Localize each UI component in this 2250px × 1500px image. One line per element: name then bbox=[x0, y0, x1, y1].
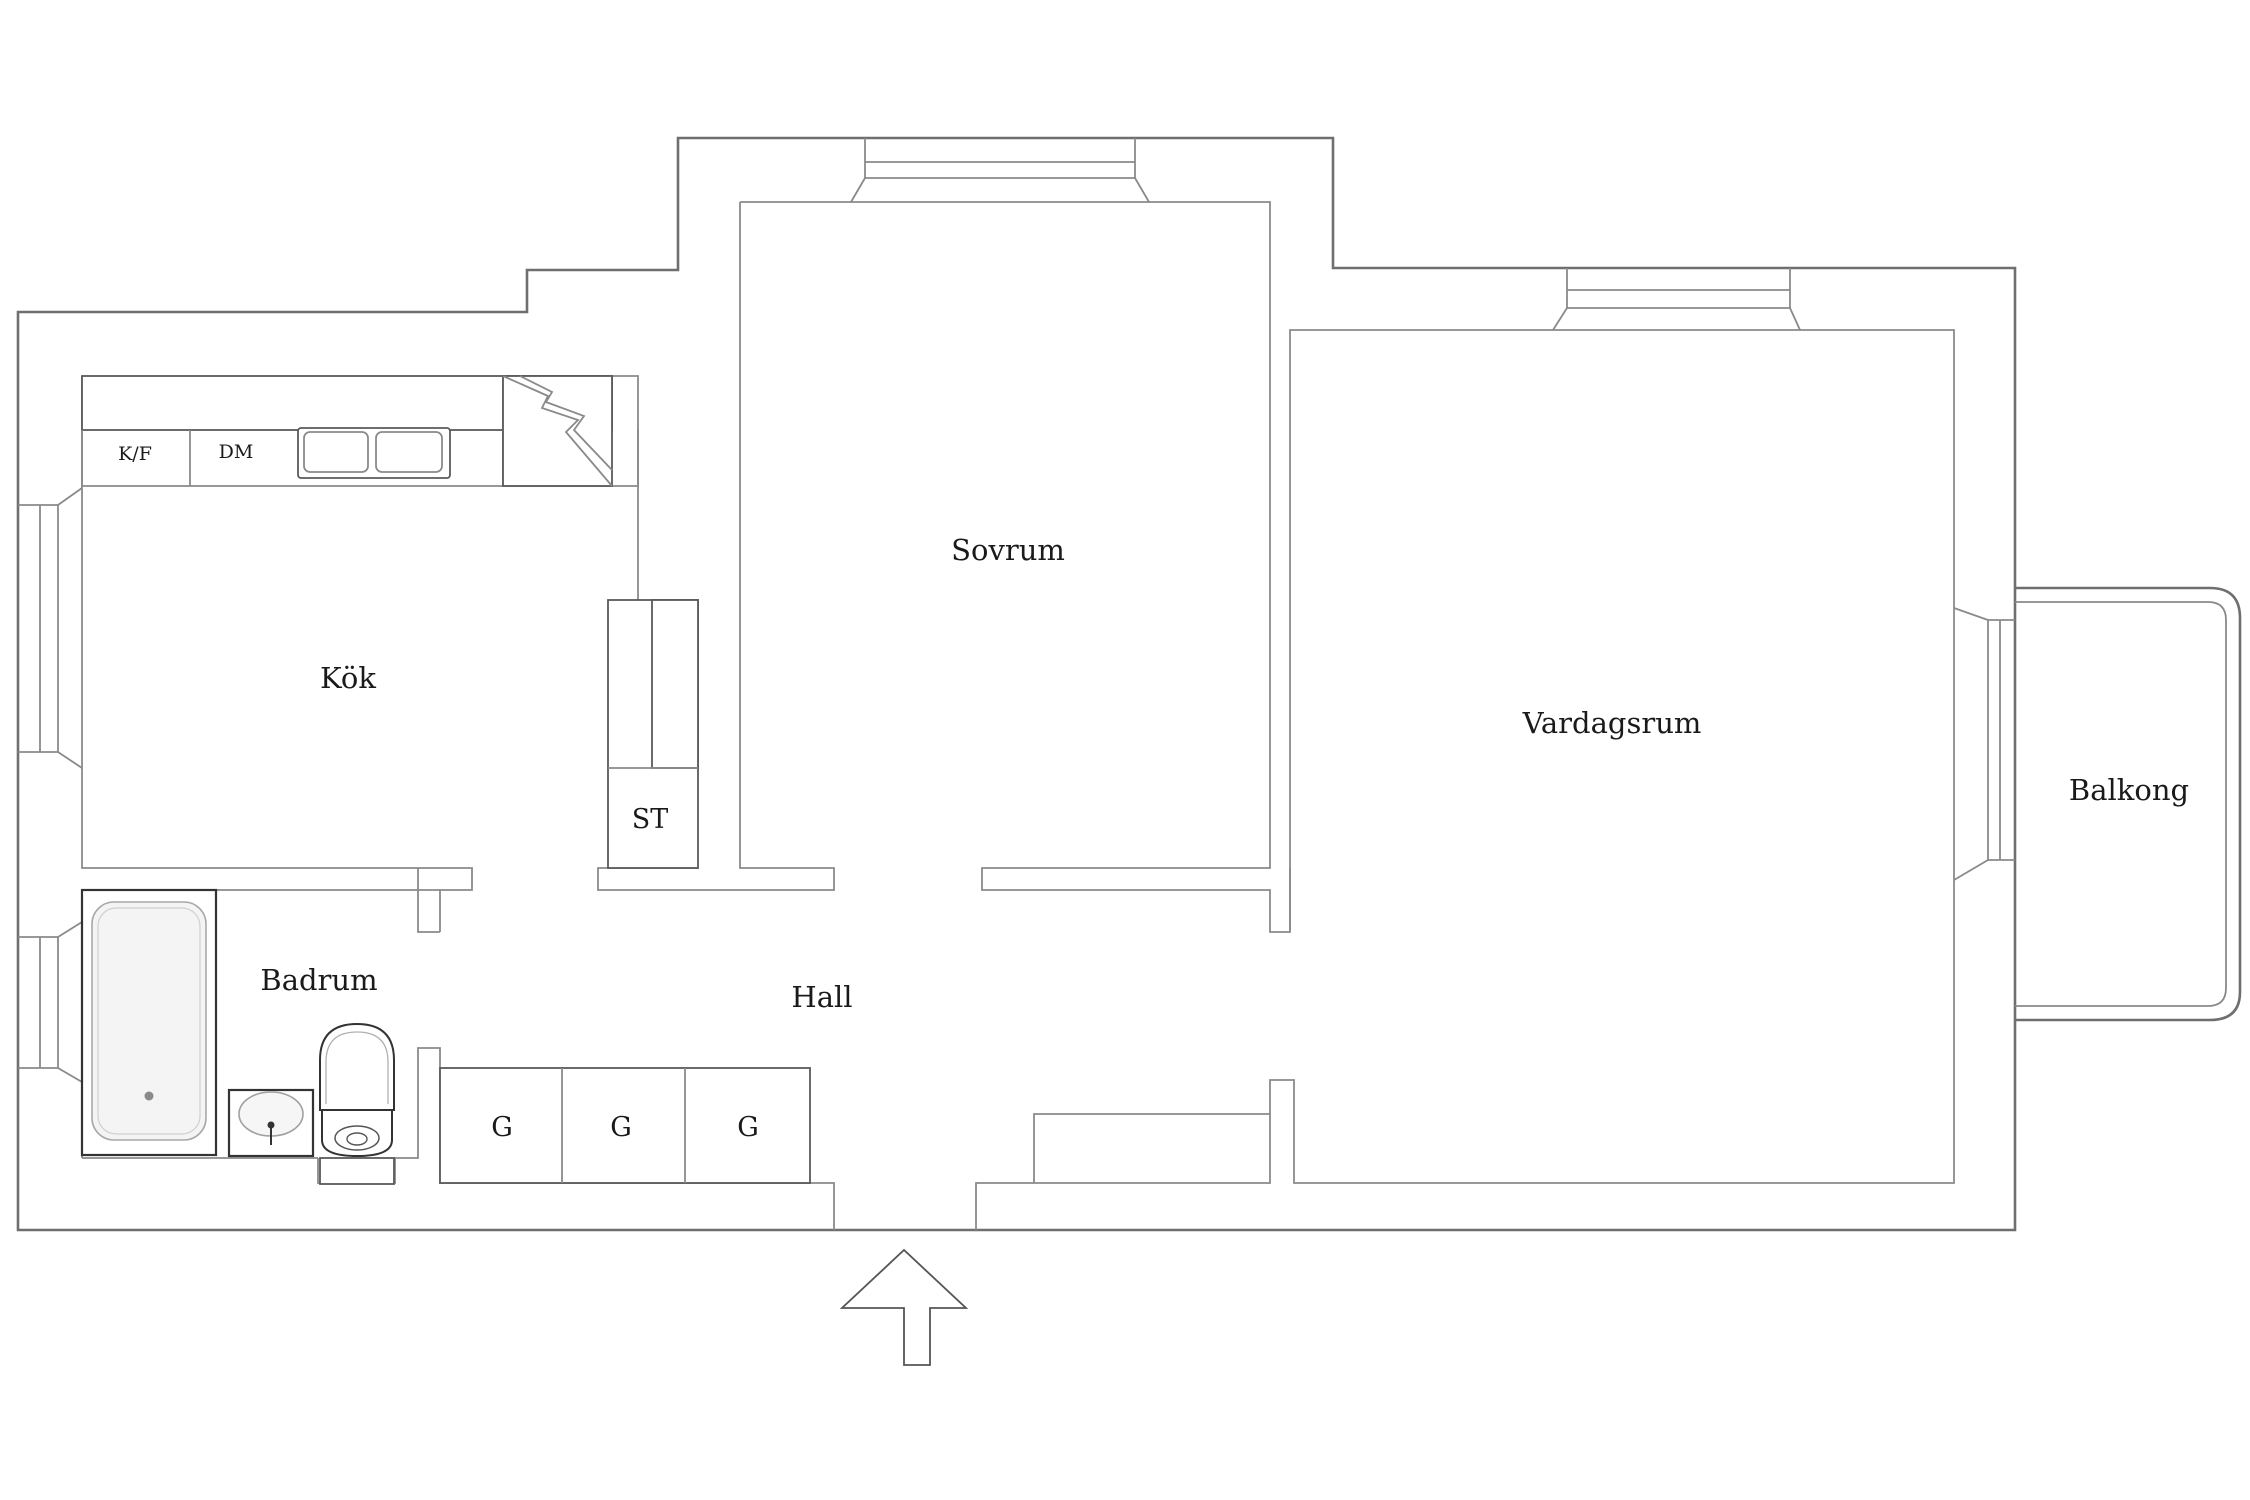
fixture-label-dishwasher: DM bbox=[219, 441, 254, 463]
room-label-kok: Kök bbox=[320, 661, 376, 695]
fixture-label-storage: ST bbox=[632, 804, 669, 835]
vardagsrum-window bbox=[1552, 268, 1801, 331]
outer-walls bbox=[16, 136, 2017, 1232]
room-label-hall: Hall bbox=[791, 980, 852, 1014]
room-label-badrum: Badrum bbox=[260, 963, 377, 997]
kok-window bbox=[18, 487, 83, 769]
kitchen-sink bbox=[297, 427, 451, 479]
fixture-label-wardrobe-3: G bbox=[737, 1112, 759, 1143]
fixture-label-wardrobe-1: G bbox=[491, 1112, 513, 1143]
washbasin bbox=[227, 1088, 315, 1158]
bathtub bbox=[80, 888, 218, 1157]
balkong-door-window bbox=[1953, 607, 2015, 881]
entrance-arrow-icon bbox=[839, 1248, 969, 1366]
sovrum-window bbox=[850, 138, 1150, 203]
stove bbox=[502, 375, 613, 487]
room-label-vardagsrum: Vardagsrum bbox=[1522, 706, 1702, 740]
fixture-label-wardrobe-2: G bbox=[610, 1112, 632, 1143]
room-label-sovrum: Sovrum bbox=[951, 533, 1065, 567]
badrum-window bbox=[18, 921, 83, 1083]
fixture-label-fridge-freezer: K/F bbox=[118, 443, 152, 465]
room-label-balkong: Balkong bbox=[2069, 773, 2189, 807]
storage-unit bbox=[607, 599, 699, 869]
wardrobes bbox=[439, 1067, 811, 1184]
toilet bbox=[319, 1022, 395, 1185]
balcony bbox=[2015, 586, 2242, 1022]
